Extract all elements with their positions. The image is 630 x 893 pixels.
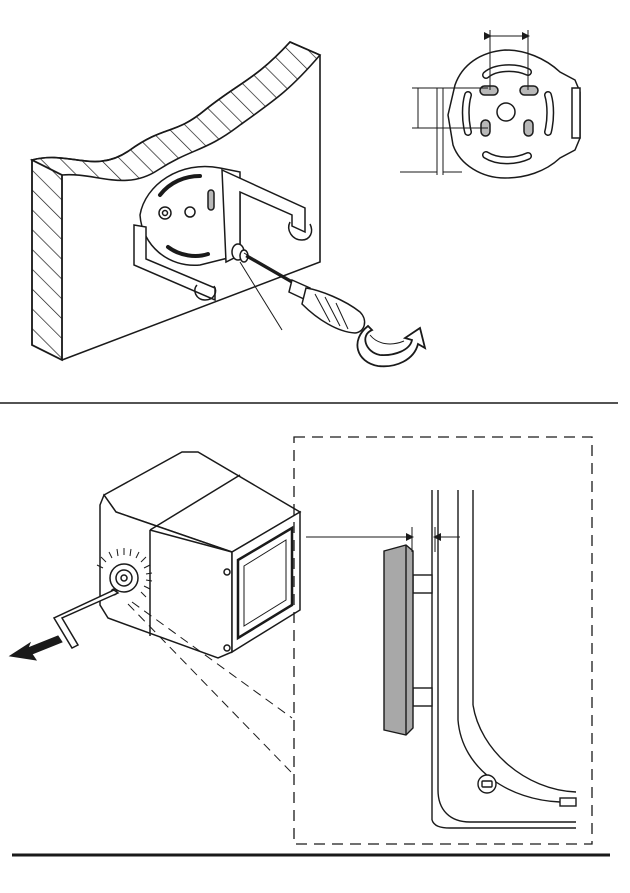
step-1-illustration [32,30,580,366]
rotate-clockwise-arrow-icon [357,326,425,366]
step-2-illustration [10,437,592,844]
pull-direction-arrow-icon [10,636,62,660]
detail-callout-icon [294,437,592,844]
bracket-plate-topview-icon [448,50,580,178]
